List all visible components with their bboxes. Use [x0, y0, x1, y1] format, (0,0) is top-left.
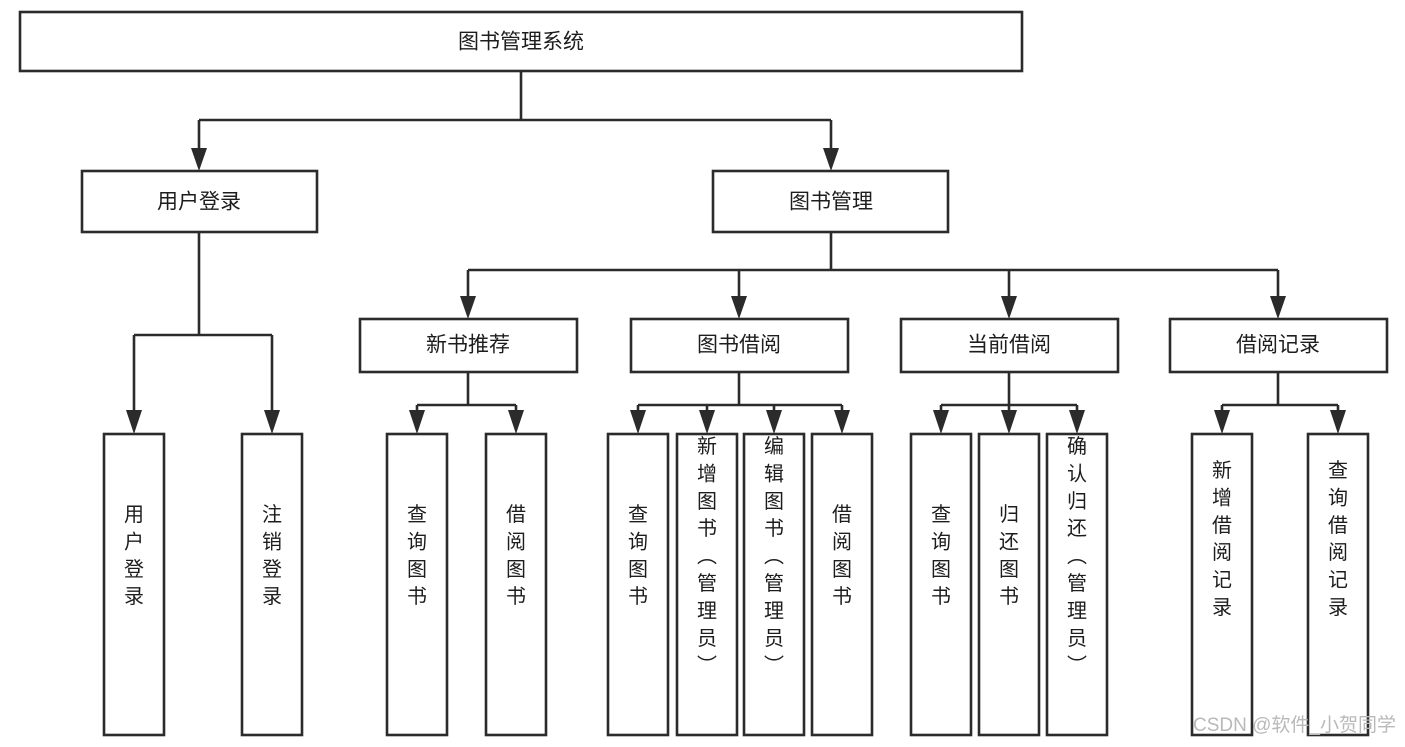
- leaf-bb-borrow-book-label: 借阅图书: [832, 503, 852, 608]
- node-book-borrow-label: 图书借阅: [697, 334, 781, 357]
- leaf-bb-add-book-label: 新增图书︵管理员︶: [697, 435, 717, 677]
- node-current-borrow[interactable]: 当前借阅: [899, 317, 1120, 374]
- leaf-cb-query-book-label: 查询图书: [931, 503, 951, 608]
- leaf-node[interactable]: 查询图书: [909, 432, 973, 737]
- leaf-user-login-label: 用户登录: [124, 504, 144, 608]
- leaf-logout-label: 注销登录: [262, 503, 282, 608]
- arrow-head-bb-leaf-2: [699, 410, 715, 434]
- arrow-head-leaf-user-login: [126, 410, 142, 434]
- leaf-bb-edit-book-box[interactable]: [742, 432, 806, 737]
- arrow-head-new-book: [460, 296, 476, 319]
- arrow-head-bb-leaf-1: [630, 410, 646, 434]
- leaf-cb-return-book-label: 归还图书: [999, 503, 1019, 608]
- leaf-borrow-record-group: 新增借阅记录 查询借阅记录: [1190, 432, 1370, 737]
- leaf-bb-query-book-box[interactable]: [606, 432, 670, 737]
- node-new-book-recommend-label: 新书推荐: [426, 334, 510, 357]
- leaf-cb-confirm-return-box[interactable]: [1045, 432, 1109, 737]
- node-book-manage-label: 图书管理: [789, 191, 873, 214]
- leaf-node[interactable]: 查询借阅记录: [1306, 432, 1370, 737]
- arrow-head-cb-leaf-2: [1001, 410, 1017, 434]
- leaf-br-query-record-box[interactable]: [1306, 432, 1370, 737]
- arrow-head-nb-leaf-2: [508, 410, 524, 434]
- leaf-nb-query-book-box[interactable]: [385, 432, 449, 737]
- leaf-node[interactable]: 新增图书︵管理员︶: [675, 432, 739, 737]
- leaf-bb-query-book-label: 查询图书: [628, 503, 648, 608]
- node-root-box[interactable]: [18, 10, 1024, 73]
- node-borrow-record[interactable]: 借阅记录: [1168, 317, 1389, 374]
- node-book-borrow[interactable]: 图书借阅: [629, 317, 850, 374]
- node-borrow-record-box[interactable]: [1168, 317, 1389, 374]
- node-new-book-recommend-box[interactable]: [358, 317, 579, 374]
- node-book-borrow-box[interactable]: [629, 317, 850, 374]
- arrow-head-nb-leaf-1: [409, 410, 425, 434]
- leaf-nb-query-book-label: 查询图书: [407, 503, 427, 608]
- leaf-node[interactable]: 用户登录: [102, 432, 166, 737]
- arrow-head-cb-leaf-1: [933, 410, 949, 434]
- leaf-user-login-group: 用户登录 注销登录: [102, 432, 304, 737]
- arrow-head-br-leaf-1: [1214, 410, 1230, 434]
- leaf-node[interactable]: 新增借阅记录: [1190, 432, 1254, 737]
- arrow-head-book-manage: [823, 148, 839, 171]
- node-book-manage-box[interactable]: [711, 169, 950, 234]
- leaf-node[interactable]: 查询图书: [606, 432, 670, 737]
- leaf-cb-confirm-return-label: 确认归还︵管理员︶: [1067, 435, 1087, 677]
- node-new-book-recommend[interactable]: 新书推荐: [358, 317, 579, 374]
- leaf-node[interactable]: 编辑图书︵管理员︶: [742, 432, 806, 737]
- arrow-head-borrow-record: [1270, 296, 1286, 319]
- arrow-head-br-leaf-2: [1330, 410, 1346, 434]
- arrow-head-user-login: [191, 148, 207, 171]
- leaf-node[interactable]: 归还图书: [977, 432, 1041, 737]
- node-borrow-record-label: 借阅记录: [1236, 334, 1320, 357]
- arrow-head-leaf-logout: [264, 410, 280, 434]
- leaf-bb-add-book-box[interactable]: [675, 432, 739, 737]
- leaf-cb-return-book-box[interactable]: [977, 432, 1041, 737]
- leaf-br-add-record-box[interactable]: [1190, 432, 1254, 737]
- leaf-new-book-group: 查询图书 借阅图书: [385, 432, 548, 737]
- leaf-br-add-record-label: 新增借阅记录: [1212, 459, 1232, 619]
- csdn-watermark: CSDN @软件_小贺同学: [1193, 714, 1396, 736]
- arrow-head-book-borrow: [731, 296, 747, 319]
- arrow-head-current-borrow: [1001, 296, 1017, 319]
- node-current-borrow-label: 当前借阅: [967, 334, 1051, 357]
- leaf-bb-edit-book-label: 编辑图书︵管理员︶: [764, 435, 784, 677]
- node-root[interactable]: 图书管理系统: [18, 10, 1024, 73]
- leaf-user-login-box[interactable]: [102, 432, 166, 737]
- node-book-manage[interactable]: 图书管理: [711, 169, 950, 234]
- leaf-nb-borrow-book-box[interactable]: [484, 432, 548, 737]
- node-root-label: 图书管理系统: [458, 31, 584, 54]
- leaf-book-borrow-group: 查询图书 新增图书︵管理员︶ 编辑图书︵管理员︶ 借阅图书: [606, 432, 874, 737]
- leaf-current-borrow-group: 查询图书 归还图书 确认归还︵管理员︶: [909, 432, 1109, 737]
- connector-layer: [126, 71, 1346, 434]
- leaf-cb-query-book-box[interactable]: [909, 432, 973, 737]
- node-current-borrow-box[interactable]: [899, 317, 1120, 374]
- leaf-node[interactable]: 确认归还︵管理员︶: [1045, 432, 1109, 737]
- leaf-logout-box[interactable]: [240, 432, 304, 737]
- leaf-node[interactable]: 借阅图书: [810, 432, 874, 737]
- leaf-node[interactable]: 查询图书: [385, 432, 449, 737]
- leaf-node[interactable]: 借阅图书: [484, 432, 548, 737]
- arrow-head-bb-leaf-4: [834, 410, 850, 434]
- node-user-login[interactable]: 用户登录: [80, 169, 319, 234]
- leaf-node[interactable]: 注销登录: [240, 432, 304, 737]
- leaf-nb-borrow-book-label: 借阅图书: [506, 503, 526, 608]
- node-user-login-box[interactable]: [80, 169, 319, 234]
- node-user-login-label: 用户登录: [157, 191, 241, 214]
- leaf-br-query-record-label: 查询借阅记录: [1328, 459, 1348, 619]
- leaf-bb-borrow-book-box[interactable]: [810, 432, 874, 737]
- arrow-head-cb-leaf-3: [1069, 410, 1085, 434]
- arrow-head-bb-leaf-3: [766, 410, 782, 434]
